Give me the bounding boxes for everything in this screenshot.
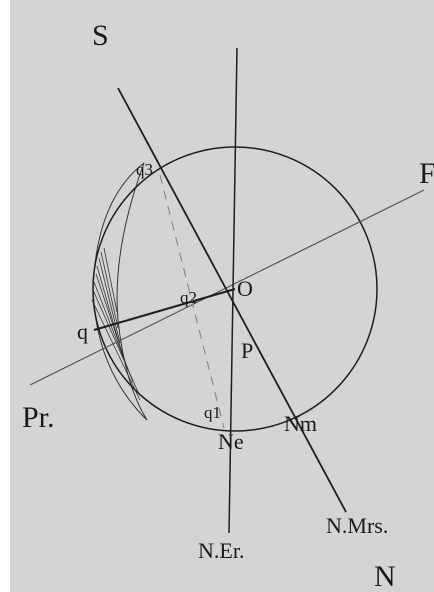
label-q1: q1 [204, 403, 221, 422]
label-f: F [419, 157, 434, 190]
hatch-line [98, 257, 121, 344]
hatch-line [96, 265, 124, 358]
label-n: N [374, 560, 396, 592]
label-nm: Nm [284, 411, 317, 436]
paper-background [10, 0, 434, 592]
label-q: q [77, 319, 88, 344]
hatch-line [100, 251, 119, 329]
label-o: O [237, 276, 253, 301]
label-p: P [241, 338, 253, 363]
label-s: S [92, 19, 109, 52]
crescent-inner-edge [116, 162, 148, 421]
label-n-mrs: N.Mrs. [326, 513, 388, 538]
line-s-to-n-mrs [117, 87, 347, 513]
label-q2: q2 [180, 288, 197, 307]
hatch-line [91, 299, 141, 401]
line-pr-f [29, 189, 425, 386]
hatch-line [103, 247, 118, 313]
label-q3: q3 [136, 160, 153, 179]
hatch-line [95, 273, 129, 371]
label-n-er: N.Er. [198, 538, 244, 563]
label-ne: Ne [218, 429, 244, 454]
label-pr: Pr. [22, 401, 55, 434]
line-q-to-o [93, 288, 236, 331]
dashed-line-q3-q1 [159, 174, 225, 429]
